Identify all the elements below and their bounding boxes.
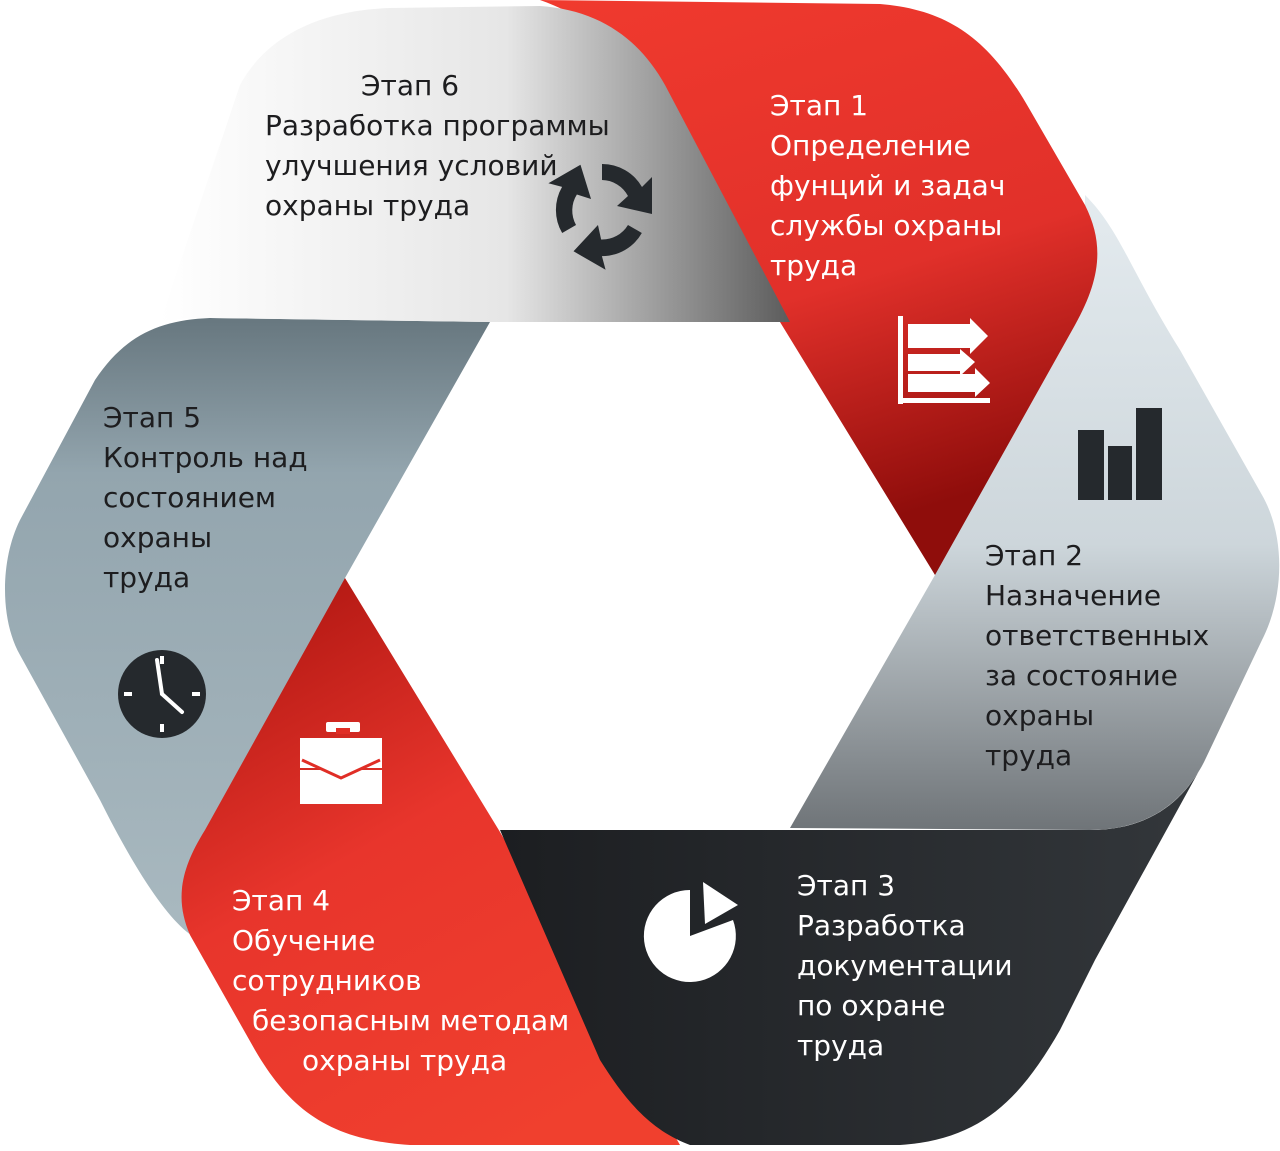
stage-1-line: службы охраны [770, 209, 1003, 242]
stage-4-text: Этап 4 Обучение сотрудников безопасным м… [232, 881, 569, 1081]
stage-3-title: Этап 3 [797, 869, 896, 902]
stage-1-line: труда [770, 249, 858, 282]
stage-3-line: по охране [797, 989, 946, 1022]
bar-chart-icon [1078, 408, 1162, 500]
stage-4-line: охраны труда [302, 1044, 508, 1077]
stage-3-text: Этап 3 Разработка документации по охране… [797, 866, 1013, 1066]
stage-2-text: Этап 2 Назначение ответственных за состо… [985, 536, 1209, 776]
stage-4-title: Этап 4 [232, 884, 331, 917]
stage-4-line: сотрудников [232, 964, 422, 997]
stage-4-line: Обучение [232, 924, 376, 957]
stage-3-line: документации [797, 949, 1013, 982]
stage-5-line: Контроль над [103, 441, 308, 474]
stage-5-line: охраны [103, 521, 213, 554]
stage-2-line: труда [985, 739, 1073, 772]
stage-4-band [181, 578, 680, 1145]
bar-chart-arrows-icon [898, 316, 990, 404]
pie-chart-icon [643, 882, 738, 982]
stage-2-line: ответственных [985, 619, 1210, 652]
stage-3-line: Разработка [797, 909, 966, 942]
stage-4-line: безопасным методам [252, 1004, 570, 1037]
stage-1-line: фунций и задач [770, 169, 1006, 202]
stage-2-line: Назначение [985, 579, 1162, 612]
stage-5-title: Этап 5 [103, 401, 202, 434]
stage-6-line: улучшения условий [265, 149, 558, 182]
stage-5-text: Этап 5 Контроль над состоянием охраны тр… [103, 398, 308, 598]
stage-2-line: за состояние [985, 659, 1178, 692]
stage-5-band [5, 318, 490, 940]
cycle-arrows-icon [548, 163, 652, 270]
briefcase-icon [300, 722, 382, 804]
stage-1-line: Определение [770, 129, 971, 162]
stage-2-title: Этап 2 [985, 539, 1084, 572]
stage-2-line: охраны [985, 699, 1095, 732]
stage-1-text: Этап 1 Определение фунций и задач службы… [770, 86, 1005, 286]
stage-5-line: труда [103, 561, 191, 594]
stage-6-line: Разработка программы [265, 109, 610, 142]
stage-3-band [500, 760, 1205, 1145]
stage-3-line: труда [797, 1029, 885, 1062]
stage-1-title: Этап 1 [770, 89, 869, 122]
stage-6-line: охраны труда [265, 189, 471, 222]
stage-6-title: Этап 6 [361, 69, 460, 102]
stage-2-band [790, 195, 1280, 830]
stage-6-text: Этап 6 Разработка программы улучшения ус… [265, 66, 610, 226]
clock-icon [118, 650, 206, 738]
stage-5-line: состоянием [103, 481, 277, 514]
